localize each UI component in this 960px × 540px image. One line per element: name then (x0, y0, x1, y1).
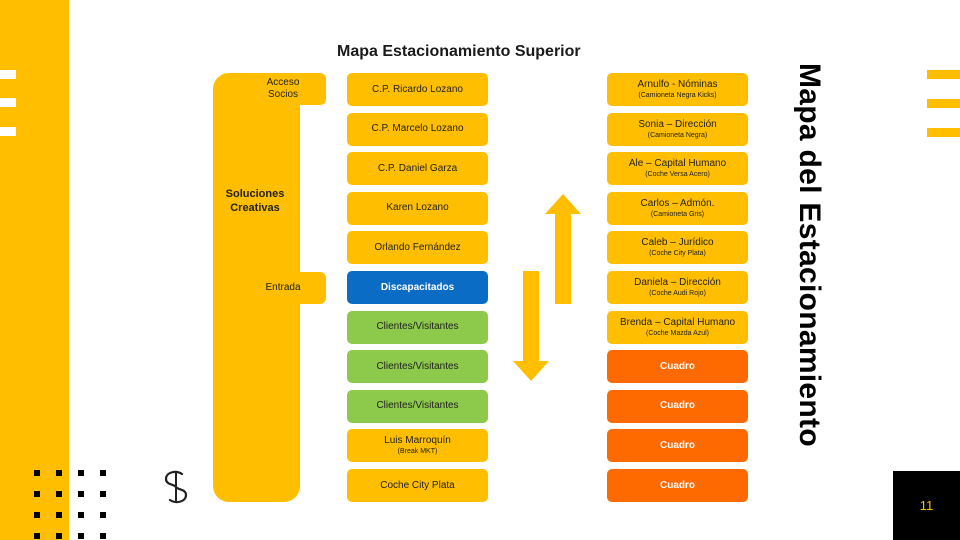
parking-slot: Karen Lozano (347, 191, 488, 225)
slot-label: Brenda – Capital Humano (619, 316, 736, 328)
left-stripe (0, 98, 16, 107)
slot-label: Orlando Fernández (374, 241, 461, 253)
parking-slot: Brenda – Capital Humano(Coche Mazda Azul… (607, 310, 748, 344)
parking-slot: Clientes/Visitantes (347, 389, 488, 423)
slot-label: Daniela – Dirección (634, 277, 721, 288)
slot-label: Cuadro (660, 439, 695, 451)
slot-label: C.P. Marcelo Lozano (371, 123, 464, 135)
s-logo-icon (164, 470, 188, 504)
parking-slot: C.P. Ricardo Lozano (347, 73, 488, 106)
right-stripe (927, 128, 960, 137)
right-stripe (927, 70, 960, 79)
slot-label: Discapacitados (380, 281, 455, 293)
slot-label: Caleb – Jurídico (641, 237, 714, 249)
right-stripe (927, 99, 960, 108)
parking-slot: Orlando Fernández (347, 231, 488, 265)
entrada-label: Entrada (265, 282, 301, 293)
slot-sublabel: (Camioneta Negra Kicks) (638, 92, 717, 99)
entrada-tab: Entrada (240, 272, 326, 304)
parking-slot: Sonia – Dirección(Camioneta Negra) (607, 112, 748, 146)
slot-sublabel: (Coche Mazda Azul) (645, 329, 710, 337)
page-number-box: 11 (893, 471, 960, 540)
slot-label: Ale – Capital Humano (628, 158, 727, 170)
slot-label: Cuadro (660, 360, 695, 372)
slot-label: C.P. Daniel Garza (377, 162, 458, 174)
parking-slot: Luis Marroquín(Break MKT) (347, 429, 488, 463)
parking-slot: Cuadro (607, 350, 748, 384)
parking-slot: Cuadro (607, 469, 748, 502)
slot-label: C.P. Ricardo Lozano (372, 83, 463, 95)
slot-label: Cuadro (660, 479, 695, 491)
parking-slot: Cuadro (607, 389, 748, 423)
parking-slot: Discapacitados (347, 271, 488, 304)
slot-label: Coche City Plata (380, 479, 455, 491)
parking-slot: Ale – Capital Humano(Coche Versa Acero) (607, 152, 748, 186)
parking-slot: Daniela – Dirección (Coche Audi Rojo) (607, 271, 748, 304)
bracket-label: Soluciones Creativas (213, 187, 297, 215)
slot-label: Clientes/Visitantes (376, 400, 459, 412)
left-stripe (0, 70, 16, 79)
slot-sublabel: (Coche Audi Rojo) (649, 290, 706, 297)
slot-label: Sonia – Dirección (638, 118, 717, 130)
parking-slot: Clientes/Visitantes (347, 310, 488, 344)
parking-slot: Arnulfo - Nóminas (Camioneta Negra Kicks) (607, 73, 748, 106)
vertical-title: Mapa del Estacionamiento (789, 63, 829, 483)
parking-slot: Coche City Plata (347, 469, 488, 502)
tab-label-line1: Acceso (266, 77, 300, 88)
arrow-up-icon (545, 194, 581, 304)
tab-label-line2: Socios (267, 89, 298, 100)
bracket-label-line1: Soluciones (225, 188, 285, 200)
slot-label: Arnulfo - Nóminas (637, 79, 718, 90)
parking-slot: Cuadro (607, 429, 748, 463)
slide-title: Mapa Estacionamiento Superior (337, 43, 581, 60)
parking-slot: Caleb – Jurídico(Coche City Plata) (607, 231, 748, 265)
slot-label: Karen Lozano (386, 202, 449, 214)
slot-label: Clientes/Visitantes (376, 321, 459, 333)
left-stripe (0, 127, 16, 136)
parking-slot: Carlos – Admón.(Camioneta Gris) (607, 191, 748, 225)
vertical-title-text: Mapa del Estacionamiento (793, 63, 826, 447)
slot-label: Cuadro (660, 400, 695, 412)
left-accent-band (0, 0, 69, 540)
slot-label: Carlos – Admón. (640, 197, 715, 209)
page-number: 11 (919, 498, 934, 513)
bracket-label-line2: Creativas (230, 202, 280, 214)
slot-sublabel: (Camioneta Gris) (650, 210, 705, 218)
parking-slot: C.P. Daniel Garza (347, 152, 488, 186)
arrow-down-icon (513, 271, 549, 381)
slot-sublabel: (Break MKT) (397, 448, 438, 456)
parking-slot: C.P. Marcelo Lozano (347, 112, 488, 146)
slot-sublabel: (Camioneta Negra) (647, 131, 708, 139)
slot-sublabel: (Coche Versa Acero) (645, 171, 710, 179)
slot-label: Luis Marroquín (384, 435, 451, 447)
dot-grid-decoration (34, 470, 106, 540)
parking-slot: Clientes/Visitantes (347, 350, 488, 384)
slot-label: Clientes/Visitantes (376, 360, 459, 372)
slot-sublabel: (Coche City Plata) (649, 250, 706, 258)
